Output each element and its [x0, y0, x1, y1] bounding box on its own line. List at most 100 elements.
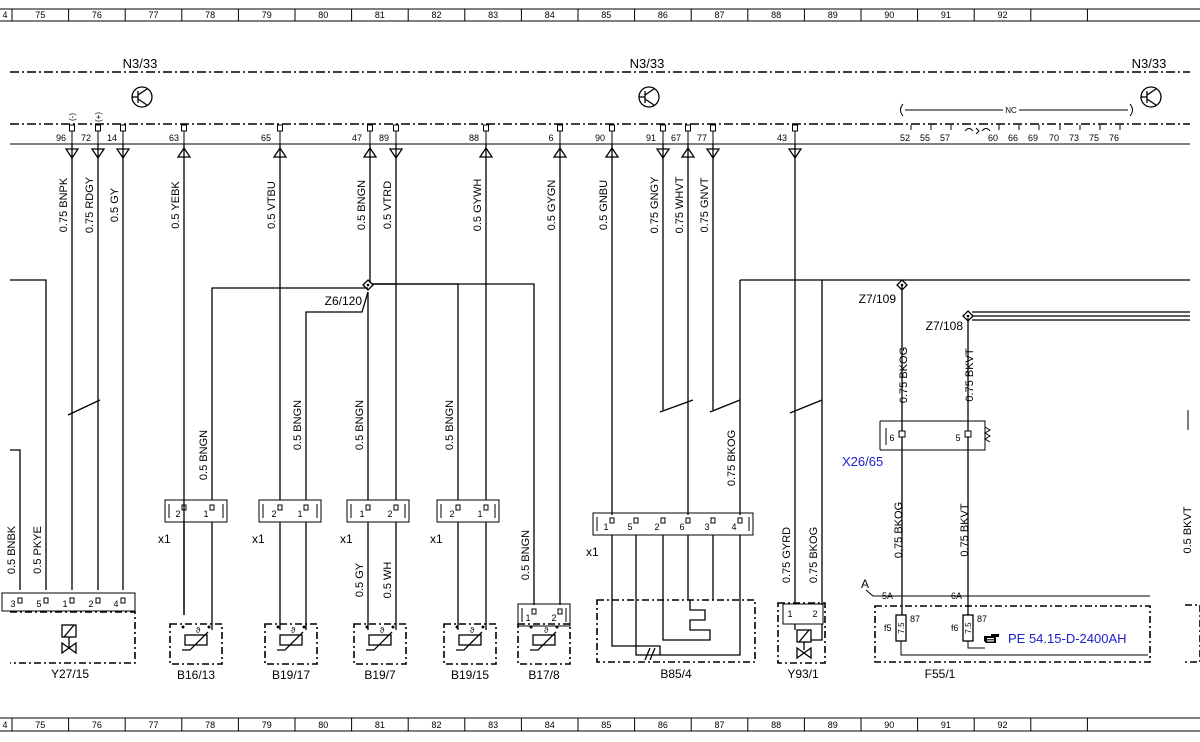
solenoid-valve-icon	[796, 646, 812, 660]
plug-pin-number: 5	[627, 522, 632, 532]
solenoid-valve-icon	[63, 624, 75, 638]
terminal-dot	[555, 625, 559, 629]
junction-z6-120: Z6/120	[325, 294, 363, 308]
terminal-dot	[181, 625, 185, 629]
wire-label: 0.75 RDGY	[84, 176, 96, 233]
junction-z7-109: Z7/109	[859, 292, 897, 306]
fuse-f6-rating: 7.5	[964, 622, 973, 634]
grid-label: 79	[262, 720, 272, 730]
wire-label: 0.5 VTRD	[382, 181, 394, 229]
component-label: B19/17	[272, 668, 310, 682]
pin-socket	[685, 124, 691, 132]
wire-label: 0.75 BKOG	[893, 502, 905, 558]
nc-pin-number: 66	[1008, 133, 1018, 143]
terminal-dot	[455, 625, 459, 629]
internal-wire	[635, 600, 741, 656]
component-label: B19/15	[451, 668, 489, 682]
grid-label: 77	[148, 720, 158, 730]
plug-body	[436, 499, 500, 523]
component-outline	[443, 623, 497, 665]
plug-pin	[95, 597, 101, 604]
nc-pin-number: 75	[1089, 133, 1099, 143]
fuse-f5-rating: 7.5	[897, 622, 906, 634]
connector-x26-65[interactable]: X26/65	[842, 454, 883, 469]
grid-label: 78	[205, 720, 215, 730]
plug-pin	[483, 504, 489, 511]
ntc-thermistor-icon	[368, 634, 392, 646]
ntc-thermistor-icon	[532, 634, 556, 646]
sensor-component: ϑ	[169, 623, 223, 665]
component-outline	[596, 599, 756, 663]
wire-label: 0.5 BNGN	[356, 180, 368, 230]
cross-mark	[67, 399, 101, 416]
plug-pin-number: 1	[203, 509, 208, 519]
nc-label: NC	[1005, 106, 1017, 115]
connector-pin-number: 5	[955, 433, 960, 443]
terminal-dot	[481, 625, 485, 629]
reference-link[interactable]: PE 54.15-D-2400AH	[1008, 631, 1127, 646]
grid-label: 4	[2, 720, 7, 730]
connector-break	[984, 426, 991, 443]
component-b85-4	[596, 599, 756, 663]
plug-pin	[737, 517, 743, 524]
plug-label: x1	[158, 532, 171, 546]
sensor-component: ϑ	[517, 623, 571, 665]
component-label: B19/7	[364, 668, 396, 682]
grid-label: 83	[488, 720, 498, 730]
ntc-symbol: ϑ	[291, 626, 296, 635]
ntc-symbol: ϑ	[196, 626, 201, 635]
component-label: B85/4	[660, 667, 692, 681]
junction-dot	[966, 314, 970, 318]
wire-label: 0.75 GNVT	[699, 177, 711, 232]
pin-number: 63	[169, 133, 179, 143]
plug-pin	[365, 504, 371, 511]
grid-label: 86	[658, 10, 668, 20]
grid-label: 88	[771, 10, 781, 20]
pin-socket	[393, 124, 399, 132]
grid-label: 91	[941, 720, 951, 730]
grid-label: 87	[714, 720, 724, 730]
sensor-component: ϑ	[443, 623, 497, 665]
ntc-thermistor-icon	[366, 631, 393, 651]
grid-ruler-top	[0, 8, 1200, 22]
wire-label: 0.75 BKOG	[726, 430, 738, 486]
plug-pin-number: 2	[812, 609, 817, 619]
wire-label: 0.75 BKVT	[964, 348, 976, 401]
plug-pin	[209, 504, 215, 511]
terminal-dot	[276, 625, 280, 629]
grid-label: 85	[601, 720, 611, 730]
cross-mark	[659, 399, 694, 413]
plug-body	[592, 512, 754, 536]
plug-pin-number: 4	[731, 522, 736, 532]
component-label: Y27/15	[51, 667, 89, 681]
plug-pin	[685, 517, 691, 524]
plug-pin-number: 2	[387, 509, 392, 519]
plug-pin-number: 1	[62, 599, 67, 609]
grid-label: 84	[545, 10, 555, 20]
pin-number: 88	[469, 133, 479, 143]
wire-label: 0.75 WHVT	[674, 176, 686, 233]
plug-label: x1	[430, 532, 443, 546]
plug-pin-number: 2	[551, 613, 556, 623]
component-label: B16/13	[177, 668, 215, 682]
pin-polarity: (+)	[94, 112, 103, 122]
wire-label: 0.5 BNGN	[444, 400, 456, 450]
harness-line	[211, 287, 368, 500]
wire-label: 0.5 BNBK	[6, 525, 18, 574]
fuse-f6-pin: 6A	[951, 591, 962, 601]
pin-number: 91	[646, 133, 656, 143]
harness-line	[372, 283, 535, 605]
pin-socket	[557, 124, 563, 132]
wire-label: 0.5 GY	[354, 562, 366, 597]
grid-label: 82	[431, 10, 441, 20]
terminal-dot	[365, 625, 369, 629]
grid-label: 85	[601, 10, 611, 20]
solenoid-valve-icon	[798, 629, 810, 643]
nc-pin-number: 73	[1069, 133, 1079, 143]
pin-number: 90	[595, 133, 605, 143]
fuse-f5-terminal: 87	[910, 614, 920, 624]
